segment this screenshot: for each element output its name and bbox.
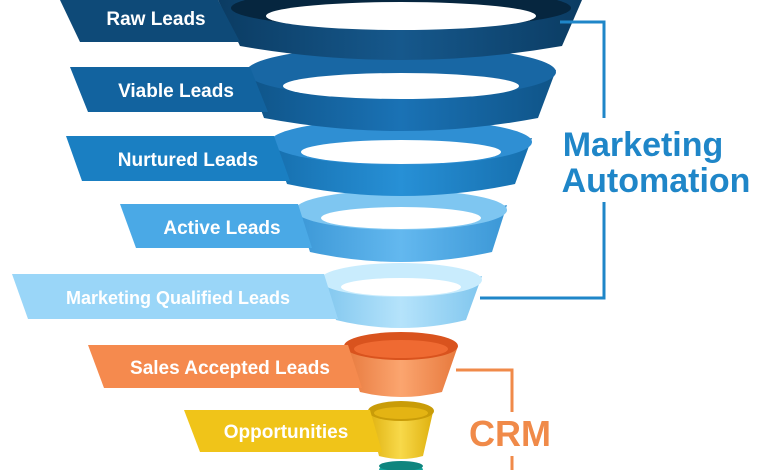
- stage-label-nurtured-leads: Nurtured Leads: [118, 150, 258, 171]
- tab-raw-leads: Raw Leads: [60, 0, 240, 42]
- funnel-ring-viable: [246, 46, 556, 131]
- stage-label-raw-leads: Raw Leads: [106, 9, 205, 30]
- funnel-ring-opportunities: [368, 401, 434, 459]
- crm-label-backdrop: [462, 412, 558, 456]
- stage-label-mql: Marketing Qualified Leads: [66, 288, 290, 308]
- funnel-ring-sales-accepted: [344, 332, 458, 397]
- tab-mql: Marketing Qualified Leads: [12, 274, 338, 319]
- tab-mql-shape: [12, 274, 338, 319]
- tab-nurtured-leads-shape: [66, 136, 290, 181]
- stage-label-active-leads: Active Leads: [163, 218, 280, 239]
- stage-label-opportunities: Opportunities: [224, 422, 349, 443]
- tab-viable-leads: Viable Leads: [70, 67, 268, 112]
- funnel-ring-active: [295, 190, 507, 262]
- stage-label-viable-leads: Viable Leads: [118, 81, 234, 102]
- tab-active-leads-shape: [120, 204, 312, 248]
- group-label-crm: CRM: [469, 413, 551, 454]
- group-label-automation: Automation: [562, 162, 751, 200]
- tab-active-leads: Active Leads: [120, 204, 312, 248]
- funnel-ring-teal: [379, 461, 423, 470]
- group-label-backdrop: [548, 118, 768, 202]
- tab-sales-accepted-leads: Sales Accepted Leads: [88, 345, 362, 388]
- tab-viable-leads-shape: [70, 67, 268, 112]
- tab-opportunities: Opportunities: [184, 410, 382, 452]
- tab-raw-leads-shape: [60, 0, 240, 42]
- tab-nurtured-leads: Nurtured Leads: [66, 136, 290, 181]
- funnel-ring-mql: [320, 263, 482, 328]
- tab-sales-accepted-leads-shape: [88, 345, 362, 388]
- funnel-ring-nurtured: [270, 119, 532, 196]
- funnel-ring-raw: [218, 0, 582, 60]
- group-label-marketing: Marketing: [563, 126, 724, 164]
- stage-label-sales-accepted-leads: Sales Accepted Leads: [130, 358, 330, 379]
- tab-opportunities-shape: [184, 410, 382, 452]
